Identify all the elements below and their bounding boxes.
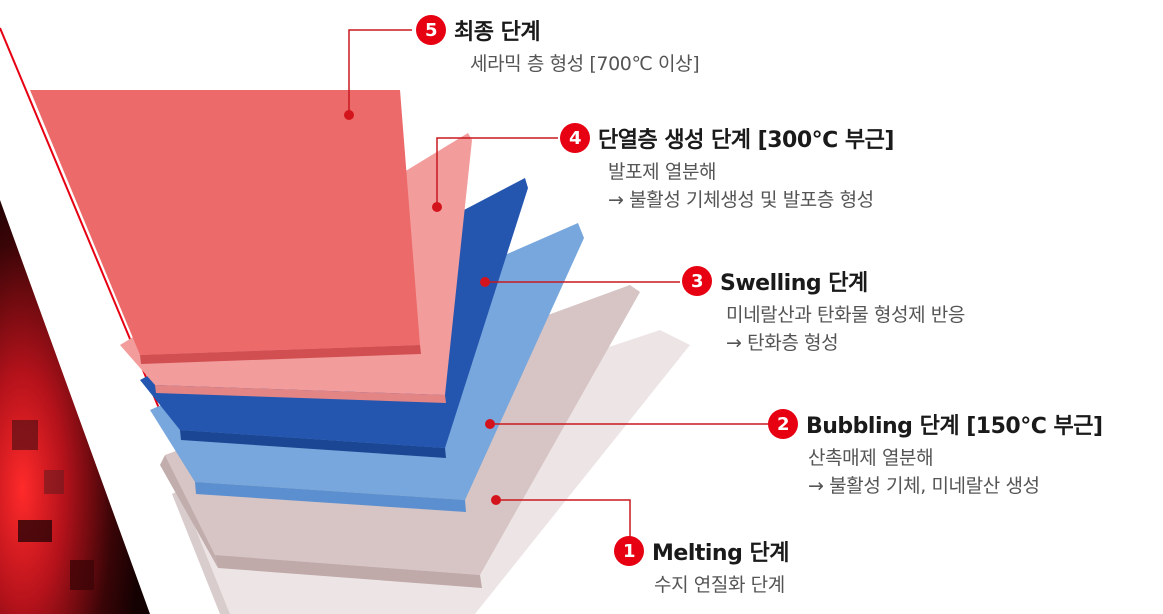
connector-1 xyxy=(496,499,631,548)
step-title: Bubbling 단계 [150℃ 부근] xyxy=(806,414,1103,439)
step-description-line: → 불활성 기체생성 및 발포층 형성 xyxy=(608,189,874,211)
step-description: 미네랄산과 탄화물 형성제 반응 → 탄화층 형성 xyxy=(726,301,965,357)
step-number-badge: 4 xyxy=(560,123,590,153)
step-title: 단열층 생성 단계 [300℃ 부근] xyxy=(598,128,894,153)
step-1: 1 Melting 단계 수지 연질화 단계 xyxy=(614,535,789,599)
step-description-line: 수지 연질화 단계 xyxy=(654,574,785,596)
step-description-line: 미네랄산과 탄화물 형성제 반응 xyxy=(726,304,965,326)
step-description: 수지 연질화 단계 xyxy=(654,571,789,599)
step-title: Swelling 단계 xyxy=(720,271,868,296)
step-description: 발포제 열분해 → 불활성 기체생성 및 발포층 형성 xyxy=(608,158,894,214)
step-description-line: → 불활성 기체, 미네랄산 생성 xyxy=(808,475,1040,497)
connectors xyxy=(348,29,770,548)
step-4: 4 단열층 생성 단계 [300℃ 부근] 발포제 열분해 → 불활성 기체생성… xyxy=(560,122,894,214)
connector-4 xyxy=(436,137,558,207)
layer-1-top-red xyxy=(30,90,421,364)
step-description-line: 세라믹 층 형성 [700℃ 이상] xyxy=(470,53,700,75)
connector-5 xyxy=(348,29,412,115)
left-photo-panel xyxy=(0,200,150,614)
step-2: 2 Bubbling 단계 [150℃ 부근] 산촉매제 열분해 → 불활성 기… xyxy=(768,408,1103,500)
step-3: 3 Swelling 단계 미네랄산과 탄화물 형성제 반응 → 탄화층 형성 xyxy=(682,265,965,357)
step-number-badge: 5 xyxy=(416,15,446,45)
step-description-line: 산촉매제 열분해 xyxy=(808,447,934,469)
step-number-badge: 3 xyxy=(682,266,712,296)
step-description: 세라믹 층 형성 [700℃ 이상] xyxy=(470,50,700,78)
step-description-line: 발포제 열분해 xyxy=(608,161,717,183)
step-number-badge: 1 xyxy=(614,536,644,566)
step-title: Melting 단계 xyxy=(652,541,789,566)
step-description: 산촉매제 열분해 → 불활성 기체, 미네랄산 생성 xyxy=(808,444,1103,500)
step-5: 5 최종 단계 세라믹 층 형성 [700℃ 이상] xyxy=(416,14,700,78)
step-description-line: → 탄화층 형성 xyxy=(726,332,839,354)
step-number-badge: 2 xyxy=(768,409,798,439)
step-title: 최종 단계 xyxy=(454,20,541,45)
connector-dots xyxy=(344,110,501,505)
